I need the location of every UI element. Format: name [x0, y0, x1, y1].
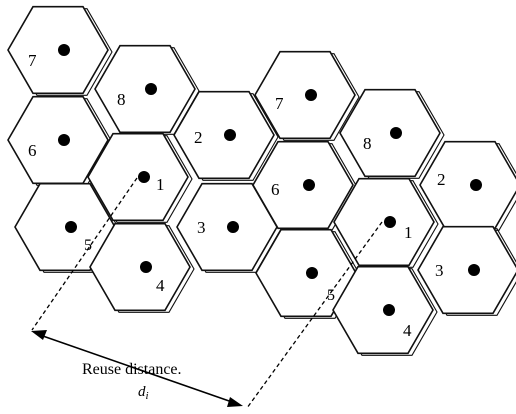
base-station-dot — [384, 216, 396, 228]
reuse-distance-caption: Reuse distance. — [82, 361, 182, 378]
dashed-guide-right — [246, 221, 383, 409]
cell-label: 1 — [404, 223, 413, 242]
cell-label: 8 — [117, 90, 126, 109]
cell-label: 8 — [363, 134, 372, 153]
base-station-dot — [140, 261, 152, 273]
base-station-dot — [383, 304, 395, 316]
base-station-dot — [65, 221, 77, 233]
hex-cell: 8 — [339, 88, 445, 179]
hex-cell: 7 — [7, 5, 113, 96]
hex-cell: 4 — [89, 222, 195, 313]
hex-cell: 1 — [333, 177, 439, 268]
base-station-dot — [468, 264, 480, 276]
hex-cell: 7 — [254, 50, 360, 141]
hex-cell: 2 — [173, 90, 279, 181]
base-station-dot — [303, 179, 315, 191]
base-station-dot — [470, 179, 482, 191]
reuse-distance-arrow — [39, 334, 233, 403]
base-station-dot — [224, 129, 236, 141]
hex-cell — [255, 228, 361, 319]
base-station-dot — [58, 134, 70, 146]
marker-left-5: 5 — [84, 237, 92, 254]
base-station-dot — [306, 267, 318, 279]
cell-label: 3 — [197, 218, 206, 237]
arrowhead-left — [31, 330, 47, 340]
base-station-dot — [390, 127, 402, 139]
cell-label: 1 — [156, 175, 165, 194]
base-station-dot — [138, 171, 150, 183]
cell-label: 2 — [437, 170, 446, 189]
hex-cell: 3 — [417, 225, 516, 316]
dashed-guide-left — [31, 177, 138, 331]
hex-cell: 1 — [87, 132, 193, 223]
cell-label: 7 — [28, 51, 37, 70]
cell-label: 3 — [435, 261, 444, 280]
base-station-dot — [227, 221, 239, 233]
cell-label: 7 — [275, 94, 284, 113]
base-station-dot — [58, 44, 70, 56]
cell-label: 4 — [156, 276, 165, 295]
arrowhead-right — [227, 397, 243, 407]
reuse-distance-symbol: di — [138, 384, 149, 402]
cell-label: 6 — [28, 141, 37, 160]
hex-cell-shape — [419, 140, 516, 230]
reuse-distance-subscript: i — [146, 390, 149, 402]
marker-right-5: 5 — [327, 287, 335, 304]
hex-cell: 4 — [332, 265, 438, 356]
cell-label: 6 — [271, 180, 280, 199]
base-station-dot — [145, 83, 157, 95]
base-station-dot — [305, 89, 317, 101]
hexagon-cells: 7 6 8 1 4 2 3 7 6 8 1 4 2 3 — [7, 5, 516, 356]
hex-cell-shape — [417, 225, 516, 315]
hex-cell: 3 — [176, 182, 282, 273]
hex-cell: 2 — [419, 140, 516, 231]
hex-cell: 6 — [252, 140, 358, 231]
cell-label: 4 — [403, 321, 412, 340]
reuse-distance-d: d — [138, 384, 146, 400]
cell-label: 2 — [194, 128, 203, 147]
